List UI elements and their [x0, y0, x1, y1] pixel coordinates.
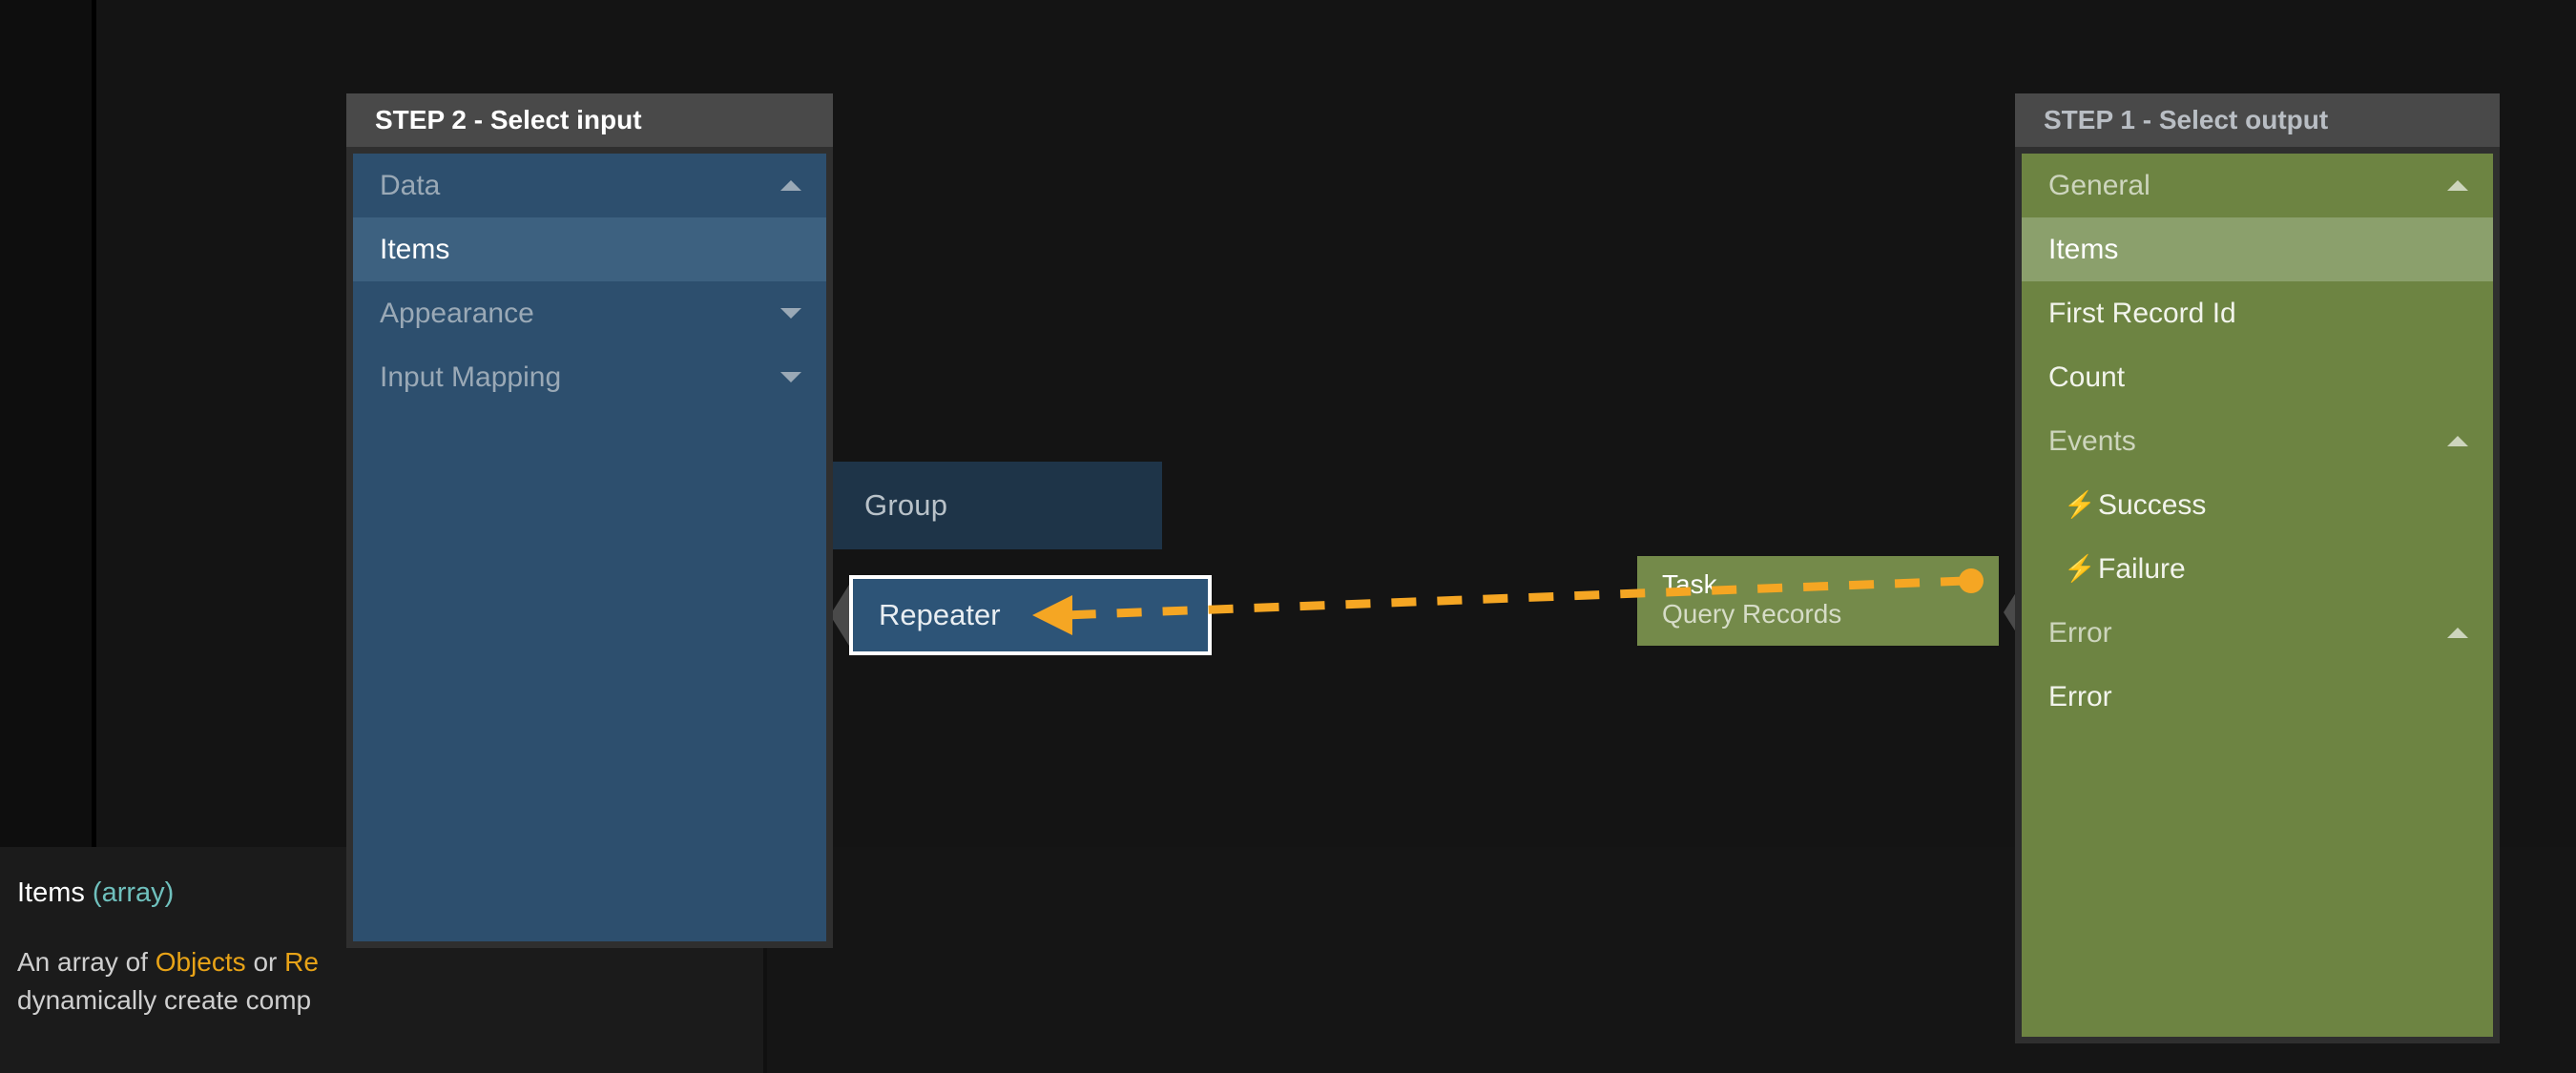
output-row-general[interactable]: General: [2022, 154, 2493, 217]
chevron-down-icon-appearance[interactable]: [780, 308, 801, 319]
bolt-icon-success: ⚡: [2064, 490, 2096, 519]
chevron-up-icon-error[interactable]: [2447, 628, 2468, 638]
description-link-objects[interactable]: Objects: [155, 947, 246, 977]
property-description: Items(array) An array of Objects or Re d…: [17, 877, 761, 1020]
panel-input-header: STEP 2 - Select input: [346, 93, 833, 147]
output-row-success[interactable]: ⚡ Success: [2022, 473, 2493, 537]
output-row-events-label: Events: [2048, 424, 2136, 457]
description-text-1: An array of: [17, 947, 156, 977]
output-row-failure[interactable]: ⚡ Failure: [2022, 537, 2493, 601]
property-type: (array): [92, 877, 175, 908]
output-row-error-group[interactable]: Error: [2022, 601, 2493, 665]
node-group-title: Group: [864, 488, 948, 522]
output-row-success-label: Success: [2098, 488, 2207, 521]
output-row-count-label: Count: [2048, 361, 2126, 393]
chevron-down-icon-input-mapping[interactable]: [780, 372, 801, 382]
panel-output-body: General Items First Record Id Count Even…: [2015, 147, 2500, 1043]
output-row-general-label: General: [2048, 169, 2150, 201]
panel-select-output: STEP 1 - Select output General Items Fir…: [2015, 93, 2500, 1043]
input-row-data-label: Data: [380, 169, 441, 201]
node-task-subtitle: Query Records: [1662, 599, 1842, 629]
chevron-up-icon-events[interactable]: [2447, 436, 2468, 446]
property-description-heading: Items(array): [17, 877, 761, 909]
input-row-items[interactable]: Items: [353, 217, 826, 281]
input-row-data[interactable]: Data: [353, 154, 826, 217]
node-repeater[interactable]: Repeater: [849, 575, 1212, 655]
output-row-items[interactable]: Items: [2022, 217, 2493, 281]
chevron-up-icon-general[interactable]: [2447, 180, 2468, 191]
node-task[interactable]: Task Query Records: [1637, 556, 1999, 646]
output-row-error-label: Error: [2048, 680, 2112, 712]
output-row-first-record-id[interactable]: First Record Id: [2022, 281, 2493, 345]
panel-input-list[interactable]: Data Items Appearance Input Mapping: [353, 154, 826, 941]
output-row-count[interactable]: Count: [2022, 345, 2493, 409]
input-row-appearance-label: Appearance: [380, 297, 534, 329]
output-row-first-record-id-label: First Record Id: [2048, 297, 2236, 329]
panel-output-header: STEP 1 - Select output: [2015, 93, 2500, 147]
node-task-title: Task: [1662, 568, 1717, 599]
output-row-error-group-label: Error: [2048, 616, 2112, 649]
property-description-body: An array of Objects or Re dynamically cr…: [17, 943, 761, 1020]
output-row-items-label: Items: [2048, 233, 2119, 265]
input-row-items-label: Items: [380, 233, 450, 265]
input-row-input-mapping-label: Input Mapping: [380, 361, 562, 393]
panel-input-body: Data Items Appearance Input Mapping: [346, 147, 833, 948]
description-pane-divider: [763, 847, 767, 1073]
description-text-2: or: [245, 947, 285, 977]
canvas-left-gutter: [0, 0, 95, 847]
panel-select-input: STEP 2 - Select input Data Items Appeara…: [346, 93, 833, 948]
panel-output-list[interactable]: General Items First Record Id Count Even…: [2022, 154, 2493, 1037]
bolt-icon-failure: ⚡: [2064, 554, 2096, 583]
node-group[interactable]: Group: [828, 462, 1162, 549]
output-row-failure-label: Failure: [2098, 552, 2186, 585]
node-repeater-title: Repeater: [879, 598, 1001, 631]
chevron-left-icon-repeater[interactable]: [830, 585, 849, 646]
property-name: Items: [17, 877, 85, 908]
input-row-appearance[interactable]: Appearance: [353, 281, 826, 345]
input-row-input-mapping[interactable]: Input Mapping: [353, 345, 826, 409]
chevron-up-icon-data[interactable]: [780, 180, 801, 191]
description-link-records[interactable]: Re: [284, 947, 319, 977]
output-row-events[interactable]: Events: [2022, 409, 2493, 473]
canvas-vertical-divider: [92, 0, 96, 847]
output-row-error[interactable]: Error: [2022, 665, 2493, 729]
description-text-3: dynamically create comp: [17, 985, 312, 1016]
